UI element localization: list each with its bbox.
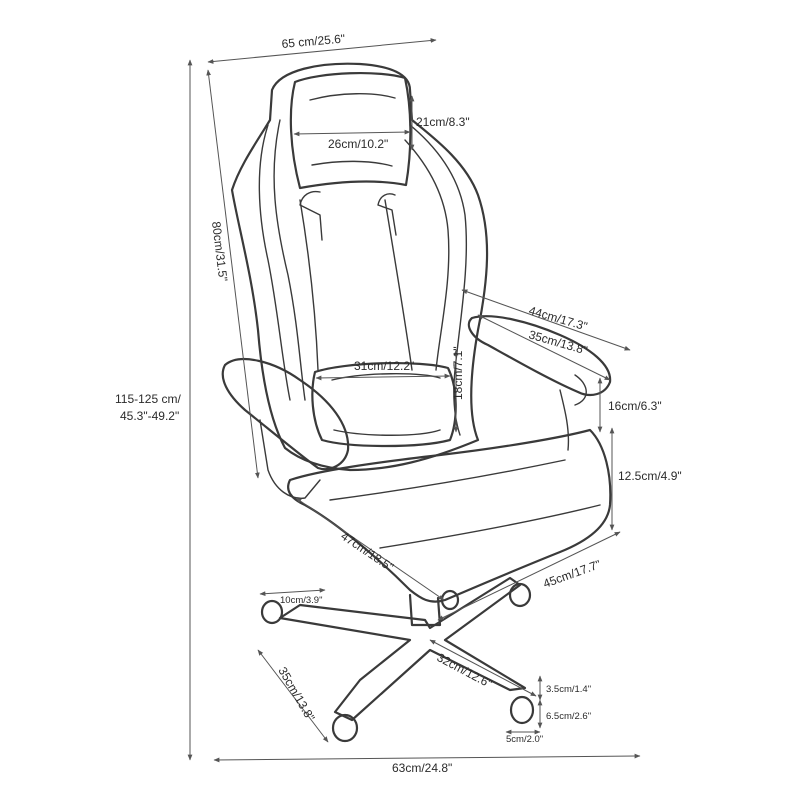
backrest-inner-left-2 [273, 119, 306, 401]
right-armrest [467, 315, 612, 397]
caster-front [331, 713, 359, 743]
label-base-leg: 32cm/12.6" [435, 650, 495, 691]
label-base-side-leg: 35cm/13.8" [275, 665, 317, 724]
headrest-pillow-seam [309, 93, 396, 167]
backrest-strap-right [377, 193, 397, 236]
caster-back-right [508, 582, 532, 608]
label-headrest-height: 21cm/8.3" [416, 115, 470, 129]
label-caster-spacing: 10cm/3.9" [280, 595, 322, 606]
label-headrest-width: 26cm/10.2" [328, 137, 388, 151]
label-back-height: 80cm/31.5" [209, 221, 230, 283]
lumbar-seam [331, 373, 441, 436]
backrest-inner-right-2 [404, 139, 450, 371]
label-armrest-height: 16cm/6.3" [608, 399, 662, 413]
seat-inner [329, 459, 601, 549]
chair-drawing [221, 62, 612, 743]
dimension-lines [187, 38, 641, 763]
left-armrest-support [259, 419, 321, 499]
label-width-total: 65 cm/25.6" [281, 31, 346, 50]
lumbar-pillow [311, 361, 457, 448]
label-total-height-2: 45.3"-49.2" [120, 409, 179, 423]
backrest-center-panel [299, 199, 413, 371]
label-base-width: 63cm/24.8" [392, 761, 452, 775]
label-seat-thickness: 12.5cm/4.9" [618, 469, 682, 483]
label-seat-width: 45cm/17.7" [541, 557, 602, 591]
label-total-height-1: 115-125 cm/ [115, 392, 181, 406]
label-lumbar-height: 18cm/7.1" [451, 346, 465, 400]
label-caster-h2: 6.5cm/2.6" [546, 711, 591, 722]
caster-right [509, 695, 535, 725]
label-caster-h1: 3.5cm/1.4" [546, 684, 591, 695]
label-seat-depth: 47cm/18.5" [338, 529, 396, 574]
backrest-strap-left [299, 190, 323, 241]
dimension-labels: 65 cm/25.6" 26cm/10.2" 21cm/8.3" 80cm/31… [115, 31, 682, 775]
backrest-inner-left [258, 124, 291, 401]
headrest-pillow [289, 72, 412, 190]
label-caster-w: 5cm/2.0" [506, 734, 543, 745]
label-lumbar-width: 31cm/12.2" [354, 359, 414, 373]
caster-left [260, 599, 284, 625]
